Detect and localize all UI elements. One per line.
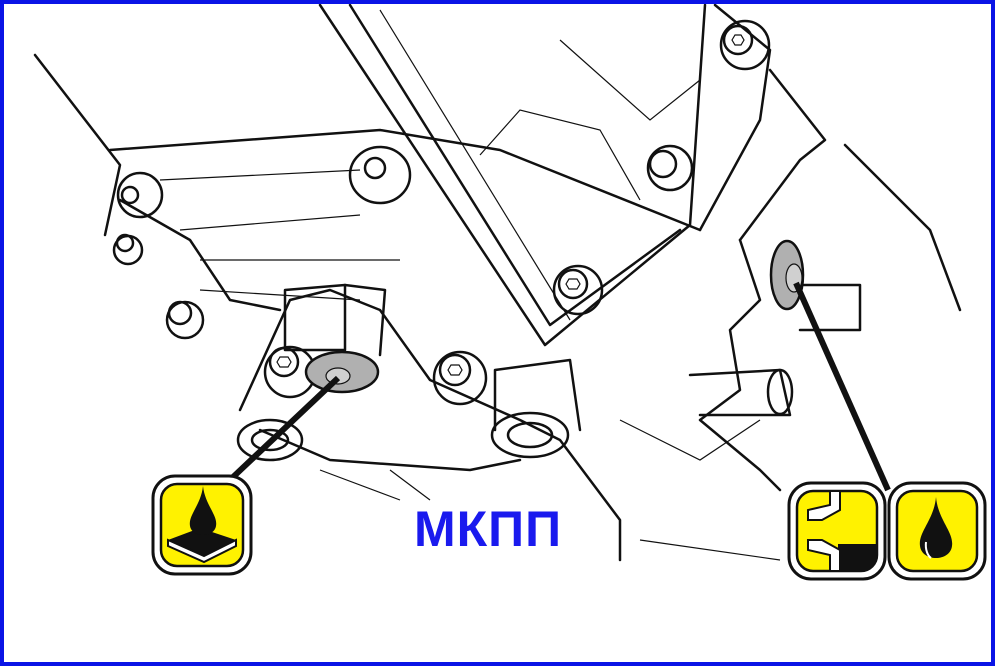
leader-line (229, 375, 341, 481)
fill-level-icon (787, 481, 887, 581)
bolt-icon (432, 350, 488, 406)
transmission-label: МКПП (414, 501, 563, 557)
bolt-icon (646, 144, 694, 192)
bolt-icon (112, 233, 144, 266)
fill-plug (769, 239, 805, 311)
bolt-icon (552, 264, 604, 316)
bolts (112, 19, 771, 406)
drain-plug (304, 350, 380, 394)
bolt-icon (165, 300, 205, 340)
bolt-icon (719, 19, 771, 71)
leader-line (793, 281, 891, 492)
transmission-drawing (33, 4, 987, 581)
oil-drop-icon (887, 481, 987, 581)
drain-plug-oil-pan-icon (151, 474, 253, 576)
